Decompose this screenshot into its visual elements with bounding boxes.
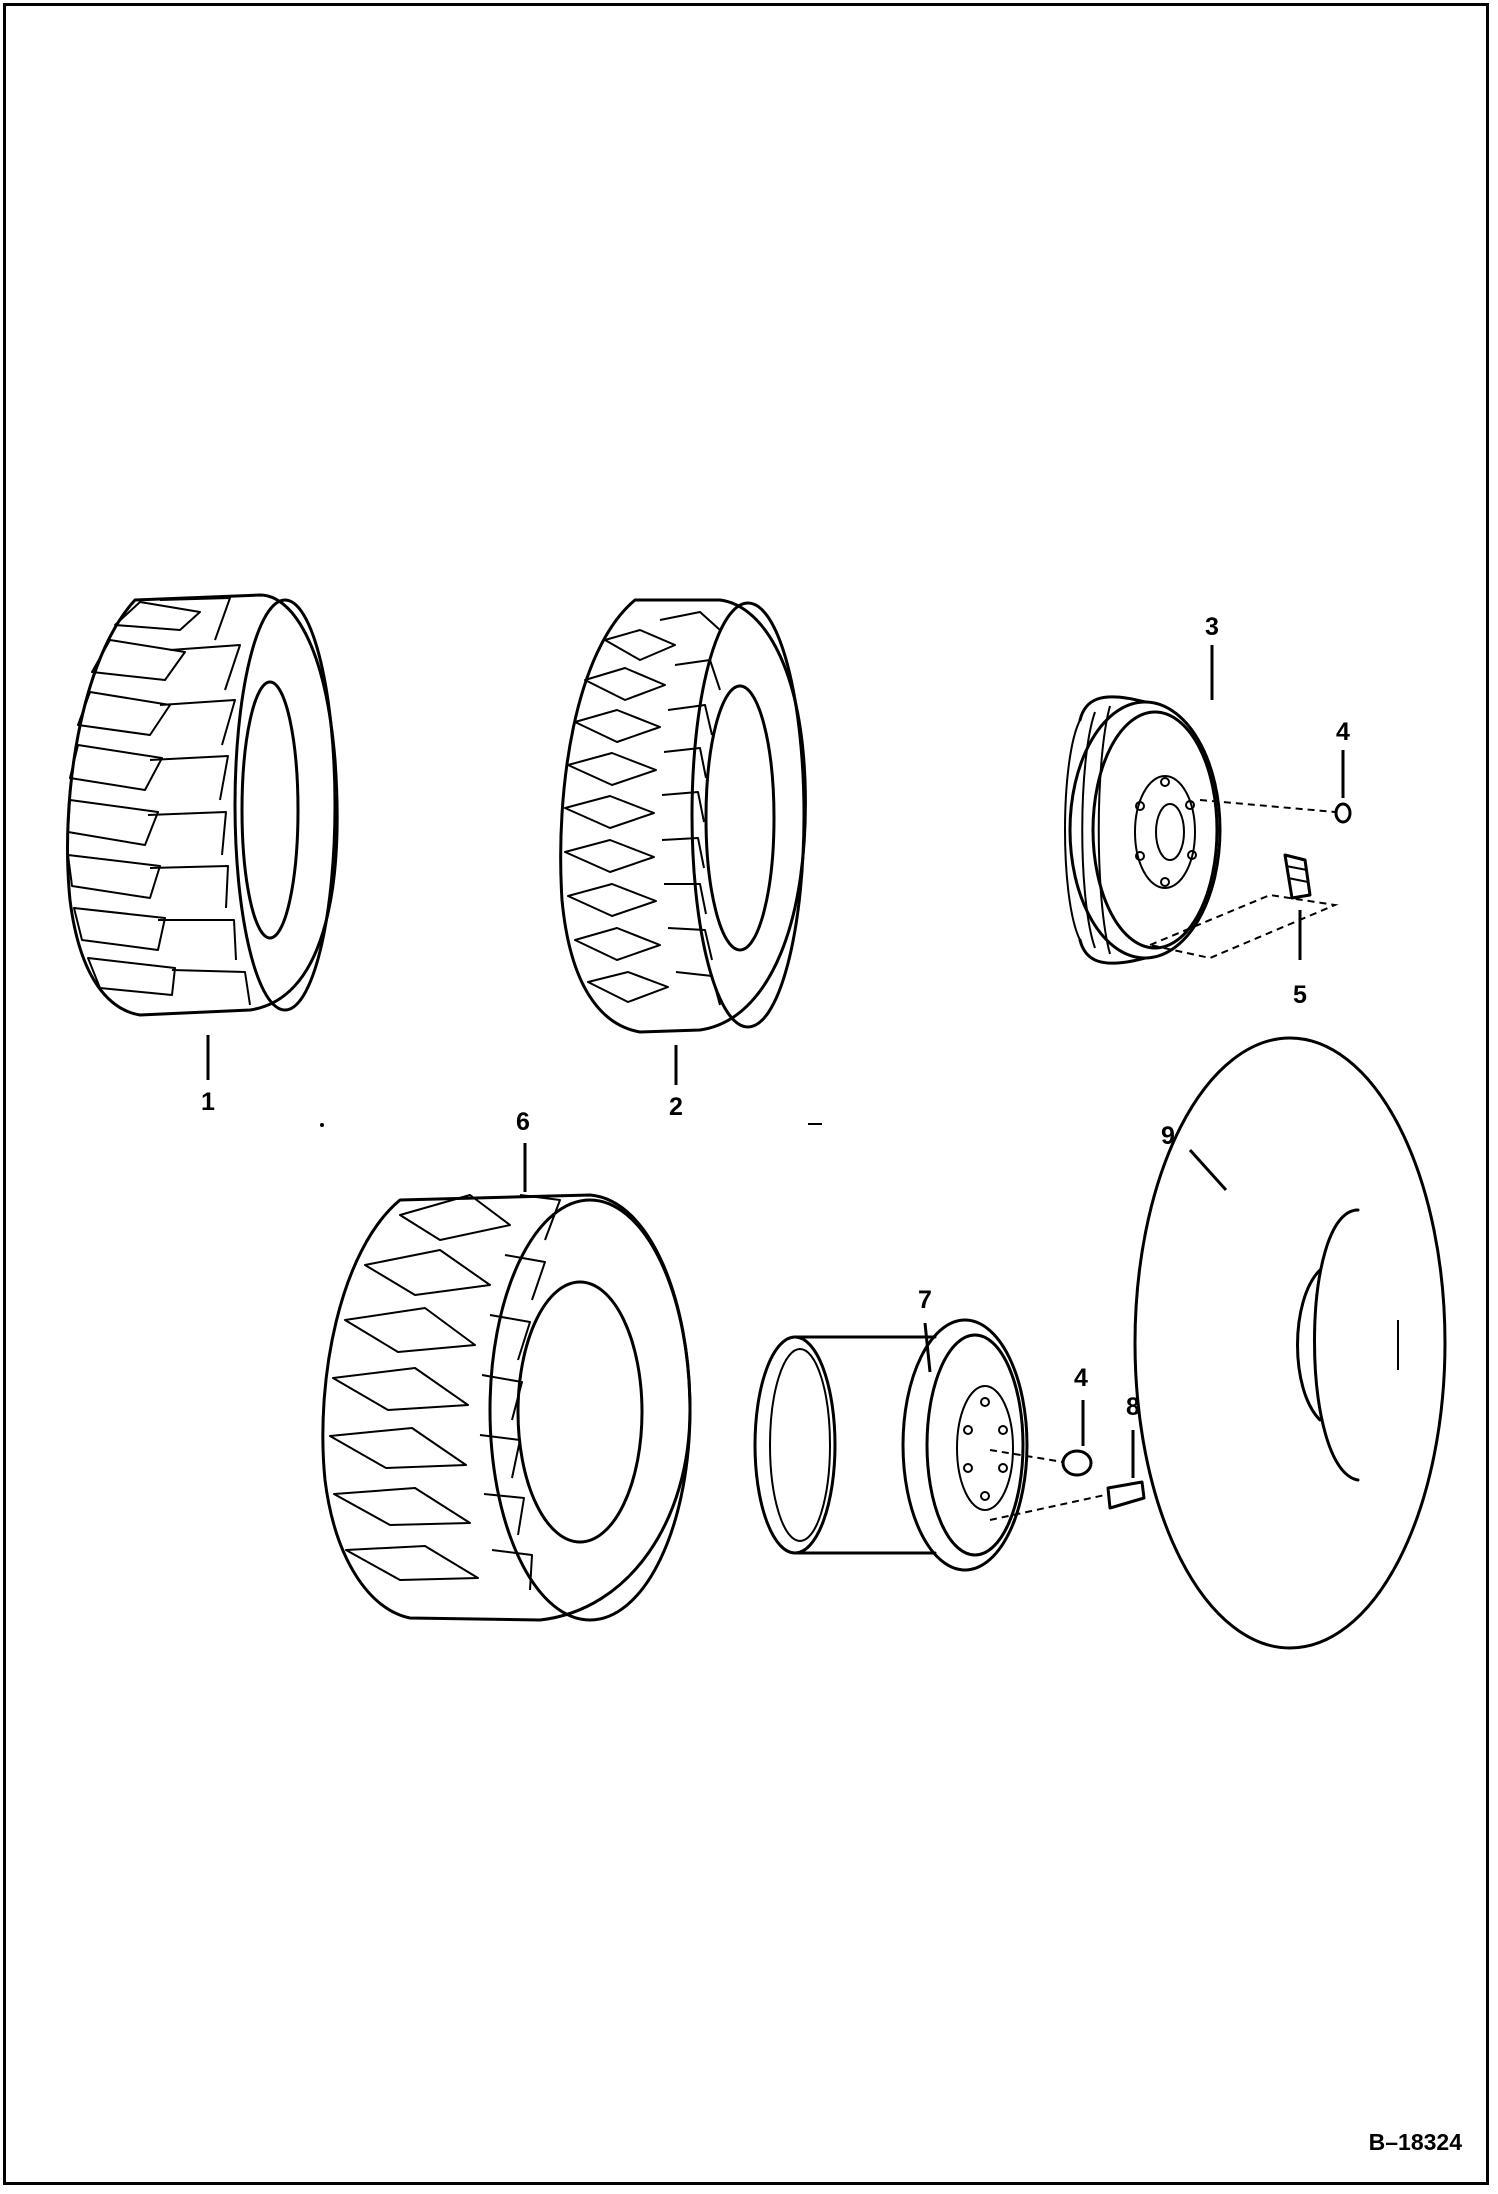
callout-4-lower: 4 <box>1074 1364 1088 1392</box>
callout-6: 6 <box>516 1108 530 1136</box>
wheel-rim-part-7 <box>753 1318 1029 1572</box>
callout-8: 8 <box>1126 1393 1140 1421</box>
tire-part-2 <box>559 598 807 1034</box>
callout-5: 5 <box>1293 981 1307 1009</box>
valve-stem-part-8 <box>989 1480 1146 1521</box>
callout-9: 9 <box>1161 1122 1175 1150</box>
page-border <box>3 3 1489 2185</box>
wheel-rim-part-3 <box>1064 695 1222 965</box>
valve-stem-part-5 <box>1146 853 1339 960</box>
nut-part-4-upper <box>1199 799 1352 824</box>
nut-part-4-lower <box>989 1449 1093 1477</box>
tire-part-6 <box>321 1193 692 1622</box>
callout-1: 1 <box>201 1088 215 1116</box>
callout-2: 2 <box>669 1093 683 1121</box>
callout-7: 7 <box>918 1286 932 1314</box>
callout-4-upper: 4 <box>1336 718 1350 746</box>
tube-part-9 <box>1133 1036 1447 1650</box>
tire-part-1 <box>66 593 339 1017</box>
callout-3: 3 <box>1205 613 1219 641</box>
drawing-id: B–18324 <box>1369 2129 1463 2155</box>
